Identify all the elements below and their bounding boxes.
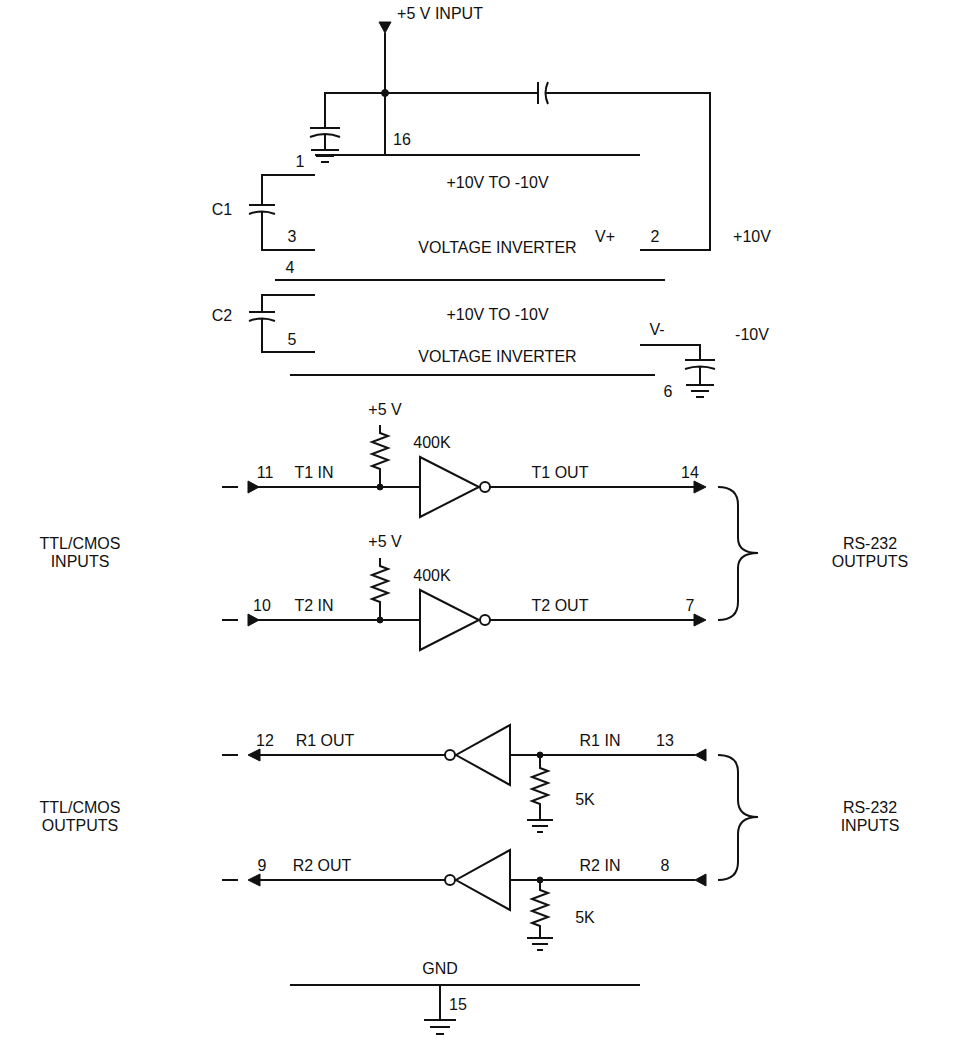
pin-number: 6 (664, 383, 673, 401)
output-arrow (248, 749, 260, 761)
capacitor-label: C2 (212, 307, 232, 325)
vminus-capacitor (640, 345, 715, 397)
rail-label: V+ (595, 228, 615, 246)
signal-name: R2 IN (580, 857, 621, 875)
pin-number: 2 (651, 228, 660, 246)
bracket (718, 487, 758, 620)
supply-label: +5 V INPUT (397, 5, 483, 23)
pin-number: 7 (686, 597, 695, 615)
pin-number: 13 (656, 732, 674, 750)
inverter-band-line (275, 155, 665, 375)
capacitor-c2 (249, 295, 315, 352)
signal-name: T1 IN (294, 464, 333, 482)
inverter-bubble (480, 482, 490, 492)
input-arrow (379, 22, 391, 33)
inverter-symbol (420, 457, 479, 517)
input-arrow (248, 614, 259, 626)
bypass-capacitor (310, 93, 385, 162)
rail-label: V- (649, 321, 664, 339)
output-arrow (694, 481, 706, 493)
resistor-symbol (372, 558, 388, 620)
signal-name: T2 IN (294, 597, 333, 615)
capacitor-c1 (249, 175, 315, 250)
pin-number: 9 (258, 857, 267, 875)
supply-label: +5 V (368, 533, 401, 551)
pin-number: 3 (288, 228, 297, 246)
pin-number: 14 (681, 464, 699, 482)
junction-dot (377, 484, 383, 490)
pin-number: 11 (257, 464, 274, 482)
signal-name: R1 OUT (296, 732, 355, 750)
ground-bus: GND (290, 955, 590, 983)
voltage-label: +10V (733, 228, 771, 246)
resistor-value: 400K (413, 434, 450, 452)
input-arrow (248, 481, 259, 493)
pin-number: 15 (449, 996, 467, 1014)
block-title: VOLTAGE INVERTER (418, 239, 576, 257)
pin-number: 16 (393, 131, 411, 149)
supply-label: +5 V (368, 401, 401, 419)
inverter-bubble (445, 875, 455, 885)
resistor-symbol (527, 880, 553, 950)
resistor-symbol (372, 425, 388, 487)
bracket-tick (222, 487, 238, 620)
block-heading: +10V TO -10V (446, 306, 548, 324)
group-label: TTL/CMOS INPUTS (20, 535, 140, 572)
input-arrow (695, 749, 706, 761)
pin-number: 12 (256, 732, 274, 750)
inverter-bubble (445, 750, 455, 760)
junction-dot (377, 617, 383, 623)
bracket-tick (222, 755, 238, 880)
resistor-value: 5K (575, 909, 595, 927)
pin-number: 10 (253, 597, 271, 615)
output-arrow (248, 874, 260, 886)
inverter-block: +10V TO -10V VOLTAGE INVERTER (315, 160, 640, 275)
pin-number: 5 (288, 331, 297, 349)
signal-name: T2 OUT (532, 597, 589, 615)
block-heading: GND (422, 960, 458, 978)
output-arrow (694, 614, 706, 626)
inverter-symbol (456, 725, 510, 785)
block-heading: +10V TO -10V (446, 174, 548, 192)
inverter-bubble (480, 615, 490, 625)
bracket (718, 755, 758, 880)
pin-number: 8 (661, 857, 670, 875)
signal-name: R1 IN (580, 732, 621, 750)
inverter-symbol (456, 850, 510, 910)
pin-number: 1 (296, 153, 305, 171)
inverter-block: +10V TO -10V VOLTAGE INVERTER (315, 284, 640, 372)
vplus-capacitor (385, 82, 710, 250)
group-label: TTL/CMOS OUTPUTS (20, 799, 140, 836)
signal-name: T1 OUT (532, 464, 589, 482)
resistor-value: 5K (575, 791, 595, 809)
group-label: RS-232 INPUTS (815, 799, 925, 836)
inverter-symbol (420, 590, 479, 650)
block-title: VOLTAGE INVERTER (418, 348, 576, 366)
resistor-value: 400K (413, 567, 450, 585)
voltage-label: -10V (735, 326, 769, 344)
input-arrow (695, 874, 706, 886)
capacitor-label: C1 (212, 201, 232, 219)
signal-name: R2 OUT (293, 857, 352, 875)
ground-wire (290, 985, 640, 1034)
resistor-symbol (527, 755, 553, 832)
group-label: RS-232 OUTPUTS (815, 535, 925, 572)
pin-number: 4 (286, 259, 295, 277)
